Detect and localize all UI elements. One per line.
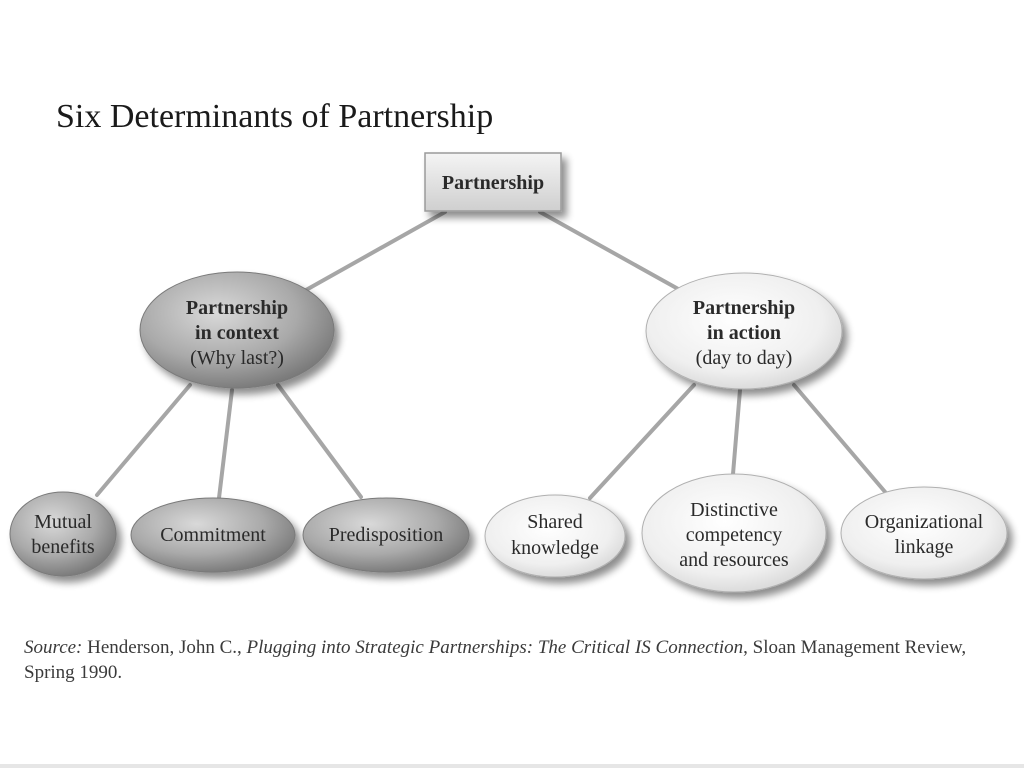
node-mutual-benefits: Mutual benefits bbox=[9, 491, 117, 577]
organizational-label-line1: Organizational bbox=[865, 511, 984, 533]
predisposition-label: Predisposition bbox=[329, 524, 443, 546]
connector-context-predisposition bbox=[276, 383, 363, 499]
action-ellipse bbox=[645, 272, 843, 390]
action-label-line1: Partnership bbox=[693, 297, 795, 319]
organizational-ellipse bbox=[840, 486, 1008, 580]
node-partnership-root: Partnership bbox=[424, 152, 562, 212]
context-label-line2: in context bbox=[195, 322, 279, 344]
context-label-line1: Partnership bbox=[186, 297, 288, 319]
node-shared-knowledge: Shared knowledge bbox=[484, 494, 626, 578]
shared-label-line2: knowledge bbox=[511, 537, 599, 559]
shared-label-line1: Shared bbox=[527, 511, 583, 533]
source-citation: Source: Henderson, John C., Plugging int… bbox=[24, 635, 999, 685]
distinctive-label-line1: Distinctive bbox=[690, 499, 778, 521]
connector-action-organizational bbox=[792, 383, 888, 495]
connector-root-context bbox=[304, 210, 447, 292]
connector-context-commitment bbox=[217, 388, 234, 500]
connector-context-mutual bbox=[95, 383, 192, 497]
shared-ellipse bbox=[484, 494, 626, 578]
commitment-label: Commitment bbox=[160, 524, 266, 546]
node-partnership-in-action: Partnership in action (day to day) bbox=[645, 272, 843, 390]
slide-title: Six Determinants of Partnership bbox=[56, 98, 494, 135]
node-partnership-in-context: Partnership in context (Why last?) bbox=[139, 271, 335, 389]
source-work-title: Plugging into Strategic Partnerships: Th… bbox=[246, 637, 744, 658]
node-commitment: Commitment bbox=[130, 497, 296, 573]
context-label-line3: (Why last?) bbox=[190, 347, 284, 369]
connectors bbox=[95, 210, 888, 500]
node-distinctive-competency: Distinctive competency and resources bbox=[641, 473, 827, 593]
root-box bbox=[424, 152, 562, 212]
bottom-rule bbox=[0, 764, 1024, 768]
source-author: Henderson, John C., bbox=[82, 637, 247, 658]
distinctive-label-line3: and resources bbox=[679, 549, 789, 571]
connector-action-distinctive bbox=[731, 388, 742, 476]
distinctive-ellipse bbox=[641, 473, 827, 593]
commitment-ellipse bbox=[130, 497, 296, 573]
mutual-ellipse bbox=[9, 491, 117, 577]
distinctive-label-line2: competency bbox=[686, 524, 783, 546]
connector-root-action bbox=[538, 210, 682, 292]
action-label-line3: (day to day) bbox=[696, 347, 793, 369]
action-label-line2: in action bbox=[707, 322, 781, 344]
node-predisposition: Predisposition bbox=[302, 497, 470, 573]
mutual-label-line1: Mutual bbox=[34, 511, 92, 533]
predisposition-ellipse bbox=[302, 497, 470, 573]
mutual-label-line2: benefits bbox=[31, 536, 95, 558]
connector-action-shared bbox=[588, 383, 696, 500]
node-organizational-linkage: Organizational linkage bbox=[840, 486, 1008, 580]
root-label: Partnership bbox=[442, 172, 544, 194]
context-ellipse bbox=[139, 271, 335, 389]
source-prefix: Source: bbox=[24, 637, 83, 658]
organizational-label-line2: linkage bbox=[895, 536, 954, 558]
source-publication: , Sloan Management Review, Spring 1990. bbox=[24, 637, 967, 683]
